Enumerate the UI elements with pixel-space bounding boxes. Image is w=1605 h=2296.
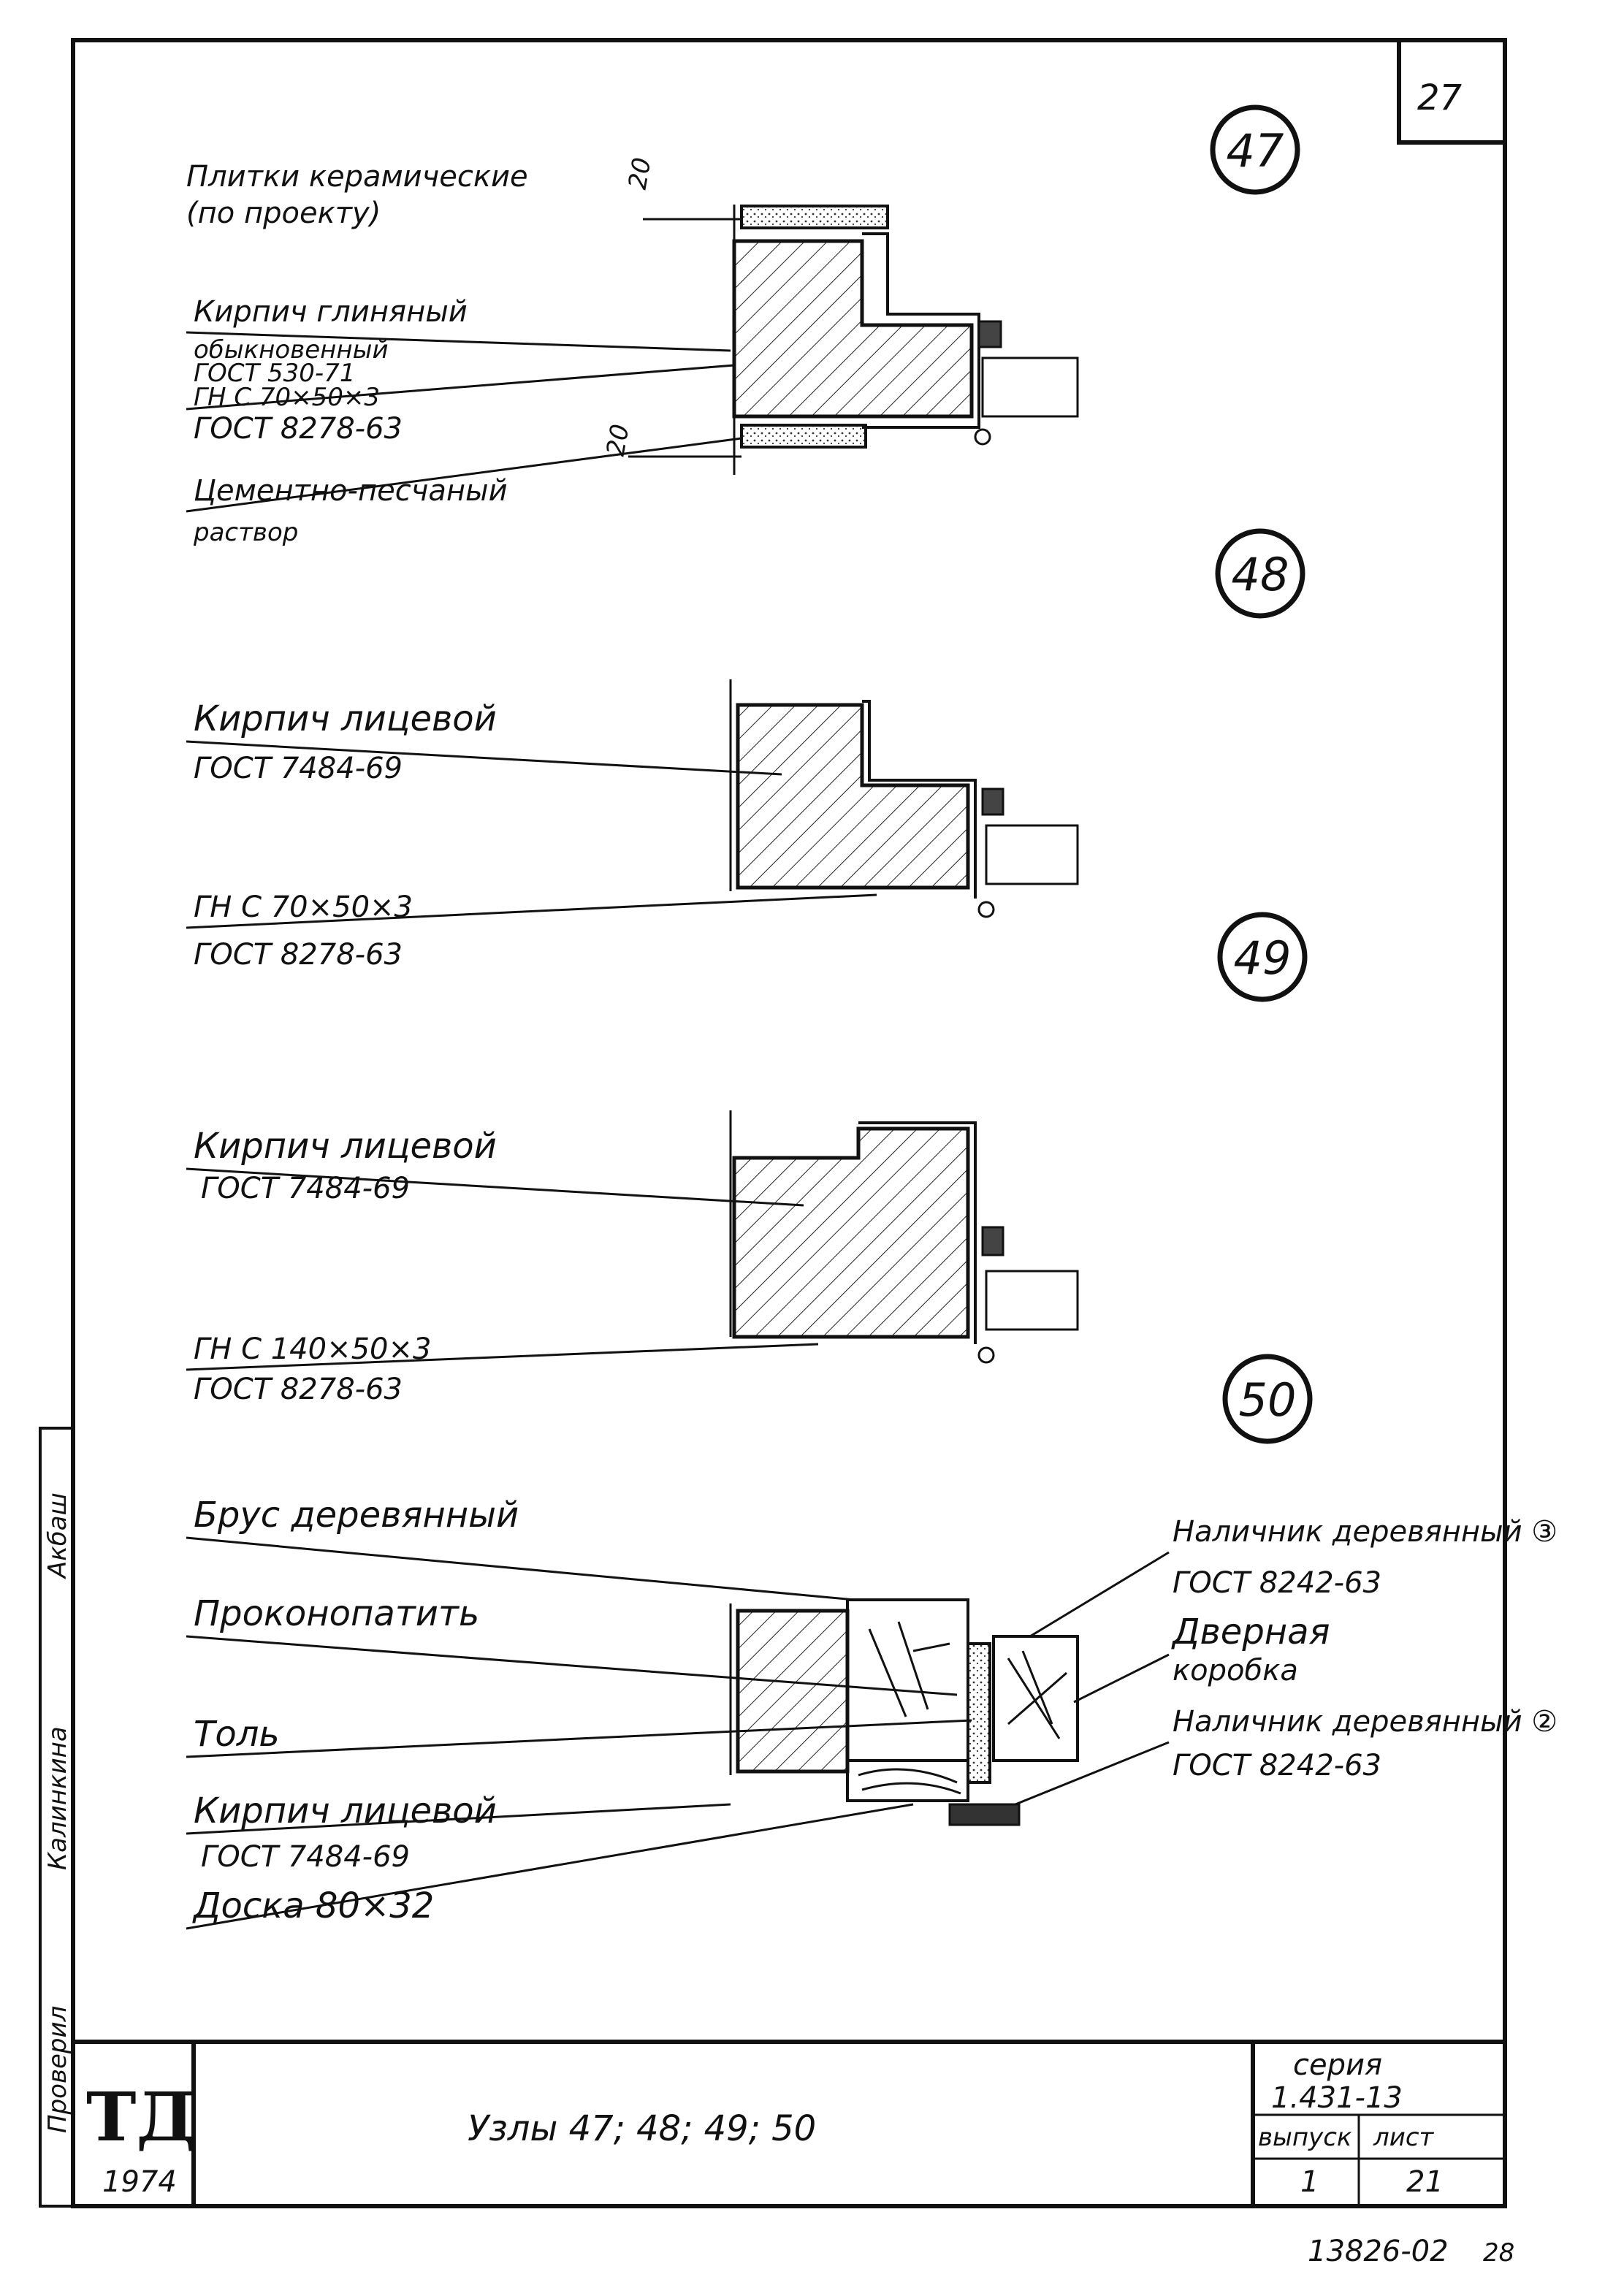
node-47-number: 47 [1227, 124, 1284, 178]
label-49-gost-7484: ГОСТ 7484-69 [201, 1172, 410, 1205]
label-47-tiles-note: (по проекту) [186, 197, 381, 230]
label-50-casing-3: Наличник деревянный ③ [1173, 1515, 1558, 1549]
side-approval-stamp: Проверил Калинкина Акбаш [39, 1427, 75, 2208]
node-48-detail: 48 Кирпич лицевой ГОСТ 7484-69 ГН С 70×5… [186, 528, 1305, 972]
node-48-number: 48 [1232, 548, 1289, 601]
label-48-gost-7484: ГОСТ 7484-69 [194, 752, 403, 785]
dim-47-top: 20 [623, 156, 657, 192]
logo-td: ТД [86, 2078, 196, 2156]
issue-label: выпуск [1258, 2123, 1352, 2152]
node-50-detail: 50 Брус деревянный Проконопатить Толь Ки… [186, 1354, 1558, 1930]
label-50-gost-8242-a: ГОСТ 8242-63 [1173, 1566, 1381, 1600]
title-block: ТД 1974 Узлы 47; 48; 49; 50 серия 1.431-… [73, 2040, 1505, 2206]
node-47-bubble [1210, 104, 1300, 195]
node-50-number: 50 [1239, 1373, 1297, 1427]
label-50-frame: Дверная [1171, 1612, 1330, 1652]
brick-48 [736, 703, 970, 890]
stamp-name-2: Акбаш [43, 1492, 72, 1579]
label-47-tiles: Плитки керамические [186, 160, 528, 194]
sheet-frame [71, 38, 1507, 2208]
series-value: 1.431-13 [1271, 2081, 1403, 2115]
node-49-detail: 49 Кирпич лицевой ГОСТ 7484-69 ГН С 140×… [186, 912, 1308, 1406]
stamp-name-1: Калинкина [43, 1726, 72, 1870]
node-49-number: 49 [1234, 931, 1292, 985]
label-50-casing-2: Наличник деревянный ② [1173, 1705, 1558, 1739]
brick-49 [732, 1126, 970, 1339]
node-50-bubble [1222, 1354, 1313, 1444]
label-48-brick: Кирпич лицевой [194, 698, 497, 739]
label-50-gost-8242-b: ГОСТ 8242-63 [1173, 1749, 1381, 1782]
label-49-gost-8278: ГОСТ 8278-63 [194, 1373, 403, 1406]
series-label: серия [1293, 2048, 1382, 2082]
bottom-code-suffix: 28 [1483, 2238, 1514, 2268]
tile-top [740, 205, 889, 229]
label-49-brick: Кирпич лицевой [194, 1126, 497, 1167]
label-47-mortar: Цементно-песчаный [194, 474, 508, 508]
node-48-bubble [1215, 528, 1305, 619]
label-47-brick-type: обыкновенный [194, 335, 389, 365]
label-47-gost-8278: ГОСТ 8278-63 [194, 412, 403, 446]
label-50-frame-2: коробка [1173, 1654, 1298, 1687]
timber-beam [846, 1598, 969, 1762]
brick-47 [732, 239, 974, 419]
label-47-brick: Кирпич глиняный [194, 295, 468, 329]
node-49-bubble [1217, 912, 1308, 1002]
title-text: Узлы 47; 48; 49; 50 [468, 2108, 816, 2149]
issue-value: 1 [1300, 2165, 1319, 2199]
label-50-beam: Брус деревянный [194, 1495, 519, 1536]
label-50-caulk: Проконопатить [194, 1593, 479, 1634]
sheet-value: 21 [1406, 2165, 1444, 2199]
bottom-code: 13826-02 [1308, 2235, 1449, 2268]
brick-50 [736, 1609, 850, 1774]
node-47-detail: 47 Плитки керамические (по проекту) 20 К… [186, 104, 1300, 547]
label-50-gost-7484: ГОСТ 7484-69 [201, 1840, 410, 1874]
title-year: 1974 [102, 2165, 177, 2199]
corner-number: 27 [1417, 77, 1463, 118]
label-47-gost-530: ГОСТ 530-71 [194, 359, 355, 388]
label-50-tol: Толь [194, 1714, 280, 1755]
label-48-gost-8278: ГОСТ 8278-63 [194, 938, 403, 972]
sheet-label: лист [1373, 2123, 1435, 2152]
label-47-mortar-2: раствор [193, 518, 298, 547]
tile-bottom [740, 424, 867, 449]
stamp-checked: Проверил [43, 2006, 72, 2133]
corner-box [1397, 38, 1507, 145]
label-47-gn: ГН С 70×50×3 [194, 383, 380, 412]
